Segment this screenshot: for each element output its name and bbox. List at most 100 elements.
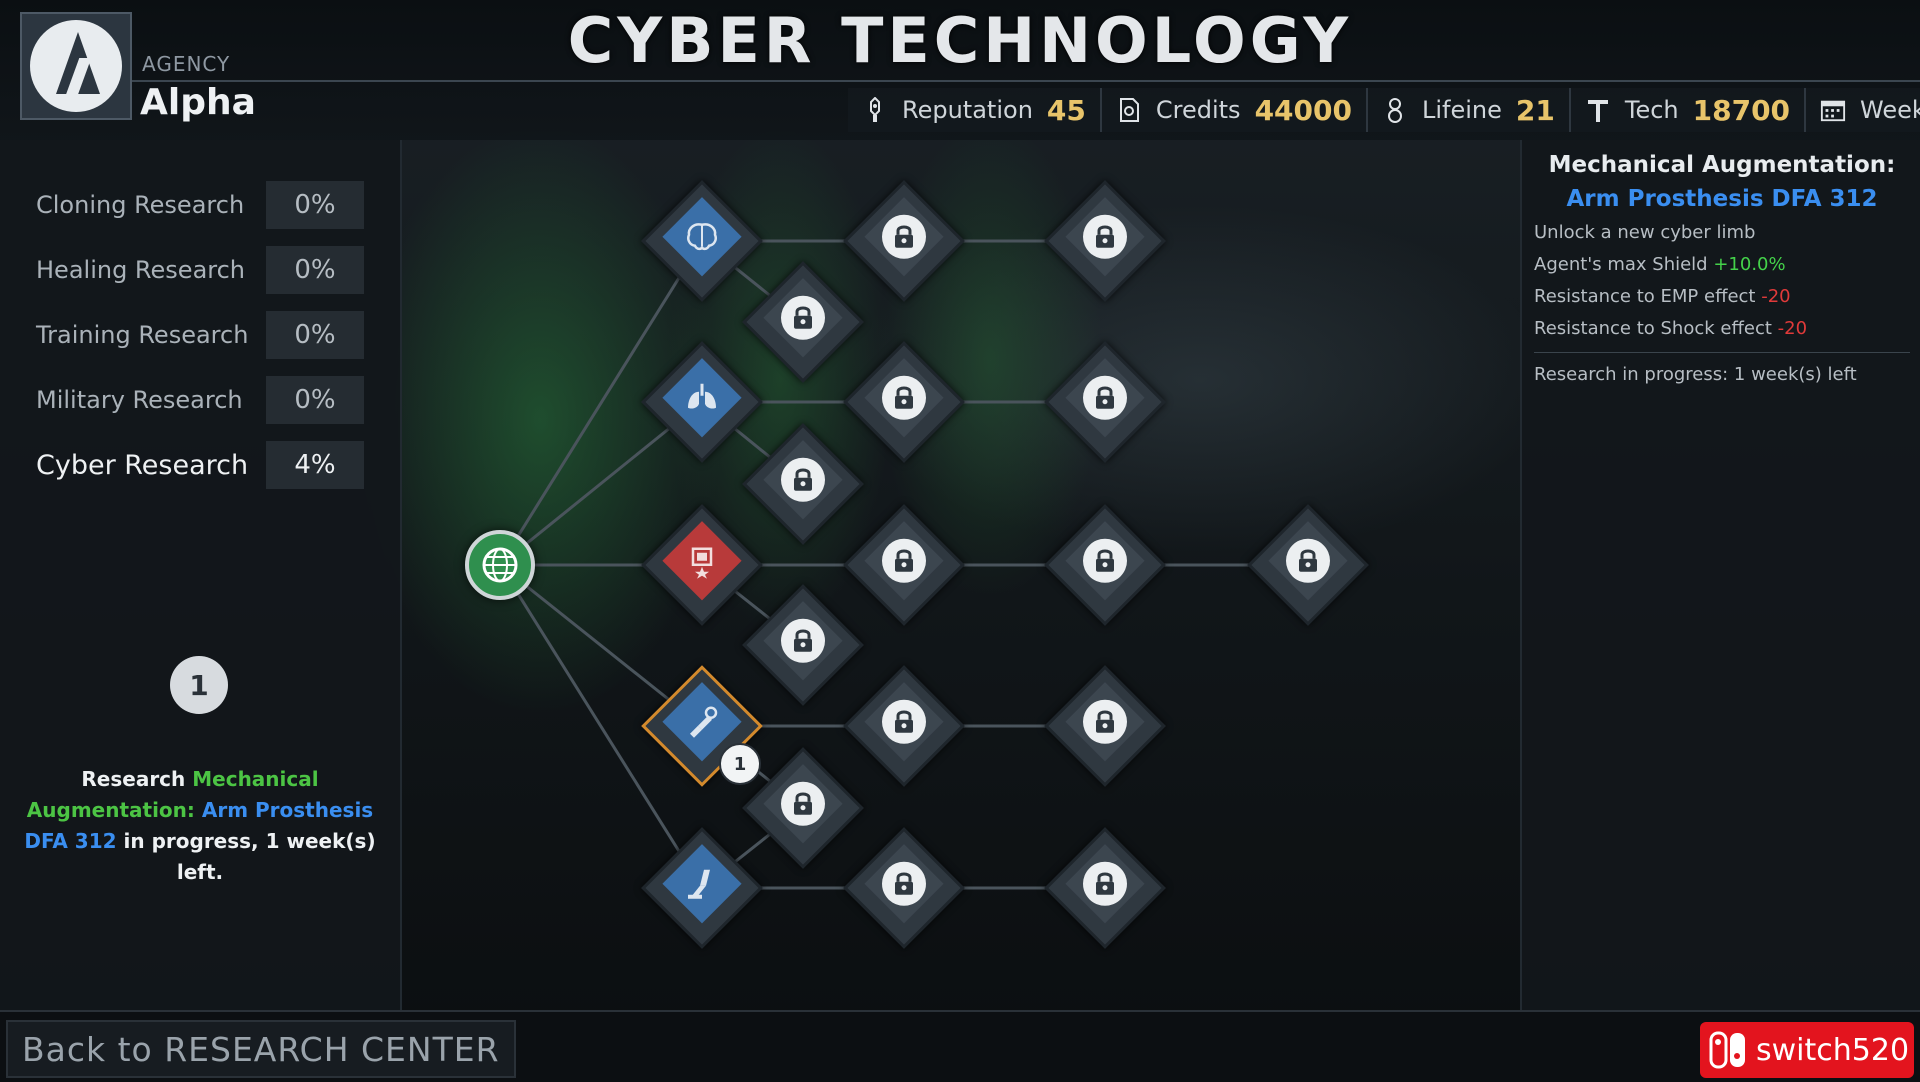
- agency-name: Alpha: [140, 82, 256, 123]
- research-name: Military Research: [36, 386, 243, 414]
- tree-node-arm-prosthesis[interactable]: [641, 665, 763, 787]
- tech-info-emp: Resistance to EMP effect -20: [1534, 286, 1791, 307]
- tree-node-chip[interactable]: [641, 504, 763, 626]
- research-percent: 0%: [266, 311, 364, 359]
- week-label: Week: [1860, 96, 1920, 124]
- research-name: Healing Research: [36, 256, 246, 284]
- tree-root-node[interactable]: [465, 530, 535, 600]
- tree-node-locked[interactable]: [742, 584, 864, 706]
- tree-node-brain[interactable]: [641, 180, 763, 302]
- chip-icon: [691, 547, 713, 579]
- tech-icon: [1585, 97, 1611, 123]
- lock-icon: [882, 375, 926, 420]
- tree-node-locked[interactable]: [1044, 827, 1166, 949]
- tree-node-locked[interactable]: [742, 747, 864, 869]
- shock-value: -20: [1777, 318, 1808, 339]
- back-to-research-center-button[interactable]: Back to RESEARCH CENTER: [6, 1020, 516, 1078]
- agency-logo: [20, 12, 132, 120]
- research-row-cloning[interactable]: Cloning Research 0%: [36, 180, 366, 230]
- switch-logo-icon: [1706, 1028, 1750, 1072]
- tech-info-panel: Mechanical Augmentation: Arm Prosthesis …: [1520, 140, 1920, 1010]
- tree-node-locked[interactable]: [1044, 180, 1166, 302]
- lock-icon: [781, 457, 825, 502]
- lock-icon: [882, 538, 926, 583]
- robot-arm-icon: [690, 706, 718, 738]
- tree-node-locked[interactable]: [1044, 504, 1166, 626]
- resource-tech: Tech 18700: [1570, 88, 1807, 132]
- brain-icon: [687, 223, 717, 251]
- tree-node-locked[interactable]: [1044, 341, 1166, 463]
- tree-node-locked[interactable]: [843, 827, 965, 949]
- resource-week: Week 1: [1806, 88, 1920, 132]
- lock-icon: [1083, 375, 1127, 420]
- shield-value: +10.0%: [1713, 254, 1786, 275]
- tree-node-locked[interactable]: [742, 423, 864, 545]
- research-categories-panel: Cloning Research 0% Healing Research 0% …: [0, 140, 402, 1010]
- progress-item: Arm Prosthesis DFA 312: [24, 798, 374, 853]
- research-percent: 0%: [266, 181, 364, 229]
- tech-info-title: Mechanical Augmentation: Arm Prosthesis …: [1532, 148, 1912, 216]
- research-row-healing[interactable]: Healing Research 0%: [36, 245, 366, 295]
- progress-suffix: in progress, 1 week(s) left.: [116, 829, 376, 884]
- tree-node-locked[interactable]: [843, 341, 965, 463]
- credits-icon: [1116, 97, 1142, 123]
- research-percent: 0%: [266, 246, 364, 294]
- lock-icon: [882, 861, 926, 906]
- tree-node-leg-prosthesis[interactable]: [641, 827, 763, 949]
- watermark-badge: switch520: [1700, 1022, 1914, 1078]
- lifeine-value: 21: [1515, 93, 1555, 127]
- research-name: Training Research: [36, 321, 249, 349]
- tree-node-locked[interactable]: [843, 180, 965, 302]
- research-name: Cloning Research: [36, 191, 245, 219]
- lock-icon: [1083, 699, 1127, 744]
- lock-icon: [1083, 861, 1127, 906]
- tree-node-locked[interactable]: [1044, 665, 1166, 787]
- resource-reputation: Reputation 45: [848, 88, 1102, 132]
- tree-node-locked[interactable]: [1247, 504, 1369, 626]
- shield-label: Agent's max Shield: [1534, 254, 1714, 275]
- tree-node-lungs[interactable]: [641, 341, 763, 463]
- lock-icon: [882, 699, 926, 744]
- lock-icon: [781, 295, 825, 340]
- agency-logo-icon: [30, 20, 122, 112]
- progress-category: Mechanical Augmentation:: [26, 767, 319, 822]
- tree-node-locked[interactable]: [843, 665, 965, 787]
- lungs-icon: [688, 383, 716, 409]
- lock-icon: [1083, 538, 1127, 583]
- progress-badge-number: 1: [189, 668, 209, 702]
- progress-prefix: Research: [81, 767, 193, 791]
- research-row-military[interactable]: Military Research 0%: [36, 375, 366, 425]
- footer: Back to RESEARCH CENTER: [0, 1010, 1920, 1082]
- resource-bar: Reputation 45 Credits 44000 Lifeine 21 T…: [848, 88, 1920, 132]
- research-percent: 0%: [266, 376, 364, 424]
- emp-label: Resistance to EMP effect: [1534, 286, 1762, 307]
- lock-icon: [781, 618, 825, 663]
- tech-info-category: Mechanical Augmentation:: [1548, 152, 1896, 178]
- tree-node-locked[interactable]: [843, 504, 965, 626]
- tech-tree: 1: [400, 140, 1520, 1010]
- tech-info-line: Unlock a new cyber limb: [1534, 222, 1756, 243]
- resource-lifeine: Lifeine 21: [1367, 88, 1571, 132]
- research-row-training[interactable]: Training Research 0%: [36, 310, 366, 360]
- tech-info-shield: Agent's max Shield +10.0%: [1534, 254, 1786, 275]
- lifeine-icon: [1382, 97, 1408, 123]
- watermark-text: switch520: [1756, 1032, 1910, 1068]
- header: AGENCY Alpha CYBER TECHNOLOGY Reputation…: [0, 0, 1920, 140]
- globe-icon: [482, 547, 518, 583]
- reputation-icon: [862, 97, 888, 123]
- reputation-label: Reputation: [902, 96, 1033, 124]
- page-title: CYBER TECHNOLOGY: [567, 4, 1353, 77]
- lock-icon: [781, 781, 825, 826]
- research-name: Cyber Research: [36, 449, 249, 481]
- research-progress-text: Research Mechanical Augmentation: Arm Pr…: [20, 764, 380, 888]
- research-row-cyber[interactable]: Cyber Research 4%: [36, 440, 366, 490]
- lifeine-label: Lifeine: [1421, 96, 1502, 124]
- tree-node-locked[interactable]: [742, 261, 864, 383]
- research-progress-icon: 1: [170, 656, 228, 714]
- lock-icon: [1083, 214, 1127, 259]
- tech-label: Tech: [1624, 96, 1679, 124]
- lock-icon: [882, 214, 926, 259]
- credits-label: Credits: [1155, 96, 1241, 124]
- agency-label: AGENCY: [142, 52, 231, 76]
- reputation-value: 45: [1046, 93, 1086, 127]
